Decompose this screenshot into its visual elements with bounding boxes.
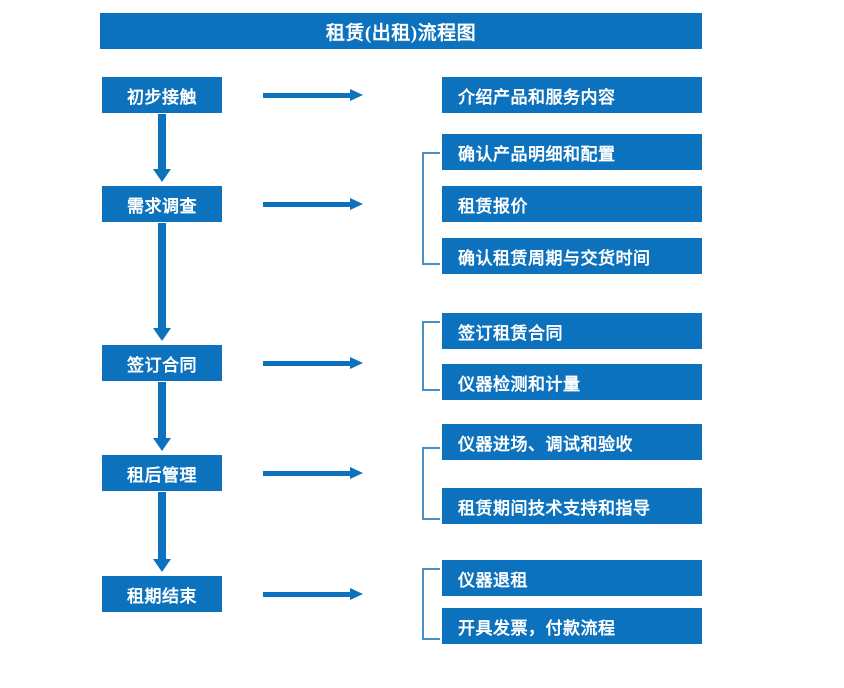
down-arrow-stage2-to-stage3 xyxy=(152,223,172,341)
group-bracket-requirement xyxy=(422,152,440,265)
detail-box-7[interactable]: 仪器进场、调试和验收 xyxy=(442,424,702,460)
detail-box-6[interactable]: 仪器检测和计量 xyxy=(442,364,702,400)
stage-box-2[interactable]: 需求调查 xyxy=(102,186,222,222)
group-bracket-postrental xyxy=(422,447,440,520)
detail-box-3[interactable]: 租赁报价 xyxy=(442,186,702,222)
stage-box-1[interactable]: 初步接触 xyxy=(102,77,222,113)
down-arrow-stage4-to-stage5 xyxy=(152,492,172,572)
down-arrow-stage3-to-stage4 xyxy=(152,382,172,451)
detail-box-1[interactable]: 介绍产品和服务内容 xyxy=(442,77,702,113)
detail-box-5[interactable]: 签订租赁合同 xyxy=(442,313,702,349)
right-arrow-stage5 xyxy=(263,585,363,603)
group-bracket-contract xyxy=(422,321,440,391)
detail-box-2[interactable]: 确认产品明细和配置 xyxy=(442,134,702,170)
chart-title: 租赁(出租)流程图 xyxy=(100,13,702,49)
detail-box-9[interactable]: 仪器退租 xyxy=(442,560,702,596)
detail-box-8[interactable]: 租赁期间技术支持和指导 xyxy=(442,488,702,524)
group-bracket-endoflease xyxy=(422,568,440,640)
right-arrow-stage1 xyxy=(263,86,363,104)
detail-box-4[interactable]: 确认租赁周期与交货时间 xyxy=(442,238,702,274)
down-arrow-stage1-to-stage2 xyxy=(152,114,172,182)
right-arrow-stage3 xyxy=(263,354,363,372)
detail-box-10[interactable]: 开具发票，付款流程 xyxy=(442,608,702,644)
right-arrow-stage2 xyxy=(263,195,363,213)
stage-box-5[interactable]: 租期结束 xyxy=(102,576,222,612)
right-arrow-stage4 xyxy=(263,464,363,482)
stage-box-4[interactable]: 租后管理 xyxy=(102,455,222,491)
stage-box-3[interactable]: 签订合同 xyxy=(102,345,222,381)
